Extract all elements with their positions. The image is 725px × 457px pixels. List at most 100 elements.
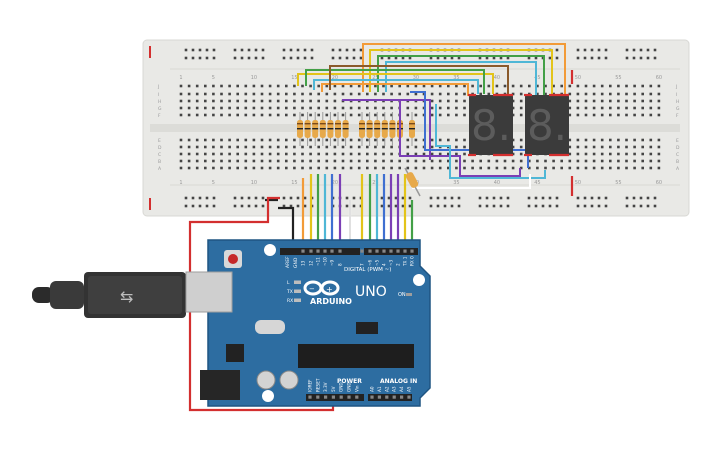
breadboard-hole bbox=[228, 138, 231, 142]
breadboard-hole bbox=[236, 166, 239, 170]
breadboard-hole bbox=[414, 152, 418, 156]
row-letter-left: J bbox=[157, 84, 159, 90]
breadboard-hole bbox=[252, 159, 256, 163]
breadboard-hole bbox=[285, 145, 288, 149]
row-letter-left: A bbox=[158, 166, 162, 172]
breadboard-hole bbox=[487, 92, 491, 96]
rail-hole bbox=[597, 56, 601, 60]
breadboard-hole bbox=[633, 159, 636, 163]
analog-pin-socket[interactable] bbox=[400, 395, 404, 399]
arduino-uno-board: − + ARDUINO UNO DIGITAL (PWM ~) POWER AN… bbox=[185, 239, 431, 407]
power-pin-socket[interactable] bbox=[347, 395, 351, 399]
display-2-glyph: 8. bbox=[527, 101, 567, 150]
rail-hole bbox=[576, 196, 580, 200]
digital-pin-socket[interactable] bbox=[389, 249, 393, 253]
breadboard-hole bbox=[422, 152, 426, 156]
digital-pin-socket[interactable] bbox=[301, 249, 305, 253]
digital-pin-socket[interactable] bbox=[375, 249, 379, 253]
breadboard-hole bbox=[455, 92, 458, 96]
breadboard-hole bbox=[430, 106, 434, 110]
power-pin-socket[interactable] bbox=[331, 395, 335, 399]
breadboard-hole bbox=[212, 159, 215, 163]
breadboard-hole bbox=[584, 159, 588, 163]
rail-hole bbox=[240, 196, 244, 200]
svg-text:+: + bbox=[326, 285, 333, 294]
breadboard-hole bbox=[600, 113, 604, 117]
breadboard-hole bbox=[657, 84, 661, 88]
digital-pin-label: 8 bbox=[338, 263, 343, 266]
rail-hole bbox=[352, 56, 356, 60]
breadboard-hole bbox=[382, 106, 385, 110]
digital-pin-socket[interactable] bbox=[330, 249, 334, 253]
breadboard-hole bbox=[600, 106, 604, 110]
power-pin-socket[interactable] bbox=[324, 395, 328, 399]
breadboard-hole bbox=[479, 166, 482, 170]
digital-pin-socket[interactable] bbox=[403, 249, 407, 253]
breadboard-hole bbox=[519, 92, 523, 96]
reset-button-cap[interactable] bbox=[228, 254, 238, 264]
breadboard-hole bbox=[374, 159, 377, 163]
breadboard-hole bbox=[325, 99, 329, 103]
breadboard-hole bbox=[552, 84, 555, 88]
breadboard-hole bbox=[195, 152, 199, 156]
rail-hole bbox=[282, 56, 286, 60]
digital-pin-socket[interactable] bbox=[338, 249, 342, 253]
digital-pin-socket[interactable] bbox=[323, 249, 327, 253]
column-number-bottom: 35 bbox=[453, 180, 459, 186]
power-pin-socket[interactable] bbox=[316, 395, 320, 399]
breadboard-hole bbox=[438, 84, 442, 88]
digital-pin-socket[interactable] bbox=[382, 249, 386, 253]
breadboard-hole bbox=[576, 113, 580, 117]
power-pin-socket[interactable] bbox=[339, 395, 343, 399]
rail-hole bbox=[338, 56, 342, 60]
breadboard-hole bbox=[592, 152, 596, 156]
breadboard-hole bbox=[317, 145, 320, 149]
breadboard-hole bbox=[609, 145, 612, 149]
analog-pin-socket[interactable] bbox=[407, 395, 411, 399]
breadboard-hole bbox=[422, 166, 426, 170]
digital-pin-socket[interactable] bbox=[316, 249, 320, 253]
resistor-band bbox=[389, 128, 396, 130]
rail-hole bbox=[261, 48, 265, 52]
digital-pin-socket[interactable] bbox=[309, 249, 313, 253]
digital-pin-label: 4 bbox=[382, 263, 387, 266]
power-pin-socket[interactable] bbox=[355, 395, 359, 399]
breadboard-hole bbox=[398, 92, 401, 96]
breadboard-hole bbox=[325, 166, 329, 170]
breadboard-hole bbox=[641, 99, 644, 103]
power-pin-socket[interactable] bbox=[308, 395, 312, 399]
breadboard-hole bbox=[212, 166, 215, 170]
rail-hole bbox=[303, 48, 307, 52]
analog-pin-socket[interactable] bbox=[392, 395, 396, 399]
breadboard-hole bbox=[276, 145, 280, 149]
breadboard-hole bbox=[187, 138, 191, 142]
breadboard-hole bbox=[236, 92, 239, 96]
analog-pin-socket[interactable] bbox=[370, 395, 374, 399]
analog-pin-socket[interactable] bbox=[385, 395, 389, 399]
breadboard-hole bbox=[511, 99, 515, 103]
column-number-top: 1 bbox=[179, 75, 182, 81]
breadboard-hole bbox=[220, 106, 223, 110]
breadboard-hole bbox=[333, 166, 337, 170]
breadboard-hole bbox=[390, 152, 393, 156]
breadboard-hole bbox=[260, 145, 264, 149]
breadboard-hole bbox=[511, 84, 515, 88]
rail-hole bbox=[597, 48, 601, 52]
breadboard-hole bbox=[609, 159, 612, 163]
analog-pin-socket[interactable] bbox=[377, 395, 381, 399]
rail-hole bbox=[499, 196, 503, 200]
breadboard-hole bbox=[309, 145, 312, 149]
digital-pin-socket[interactable] bbox=[396, 249, 400, 253]
rail-hole bbox=[303, 196, 307, 200]
breadboard-hole bbox=[195, 145, 199, 149]
rail-hole bbox=[191, 56, 195, 60]
breadboard-hole bbox=[560, 166, 563, 170]
rail-hole bbox=[240, 48, 244, 52]
breadboard-hole bbox=[357, 84, 361, 88]
breadboard-hole bbox=[592, 106, 596, 110]
digital-pin-socket[interactable] bbox=[410, 249, 414, 253]
digital-pin-socket[interactable] bbox=[360, 249, 364, 253]
digital-pin-socket[interactable] bbox=[368, 249, 372, 253]
resistor-band bbox=[409, 123, 415, 125]
breadboard-hole bbox=[479, 92, 482, 96]
